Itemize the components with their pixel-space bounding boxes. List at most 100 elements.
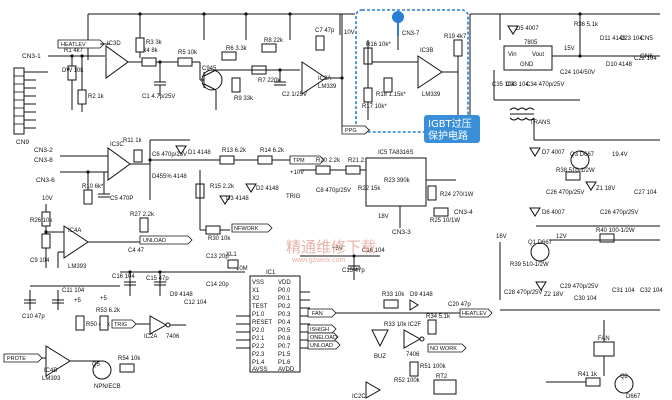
d5-label: D5 4007 [516,26,539,32]
c5-label: C5 470P [110,196,133,202]
z1-label: Z1 18V [596,186,615,192]
protect-tag: PROTE [7,356,26,362]
r3-label: R3 3k [146,40,163,46]
buzzer-section: R33 10k D9 4148 R33 10k BUZ IC2F 7406 R3… [352,292,493,400]
d9-label: D9 4148 [170,292,193,298]
q6-label: C945 [202,66,217,72]
c16a-label: C16 104 [112,274,135,280]
r26-label: R26 10k [30,218,53,224]
r53-label: R53 6.2k [96,308,121,314]
mcu-pin-r5: P0.4 [278,320,291,326]
watermark-url: www.gzweix.com [291,257,345,264]
c15a-label: C15 47p [146,276,169,282]
mcu-pin-l10: P1.4 [252,360,265,366]
ic3b-label: IC3B [420,48,433,54]
10m-label: 10M [236,266,248,272]
junction-dots [44,12,582,274]
mcu-pin-r4: P0.3 [278,312,291,318]
ic2a-label: IC2A [144,334,157,340]
nowork-tag: NO WORK [430,346,457,352]
oneload-tag: ONELOAD [310,335,337,341]
mcu-pin-r10: P1.6 [278,360,291,366]
d11-label: D11 4148 [600,36,626,42]
c26-label: C26 470p/25V [546,190,584,196]
reg-label: 7805 [524,40,538,46]
r15-label: R15 2.2k [210,184,235,190]
cn3-3-label: CN3-3 [392,229,411,236]
v10b-label: 10V [42,196,53,202]
q2p-label: D667 [626,394,641,400]
ic4b-label: IC4B [44,368,57,374]
mcu-pin-l7: P2.1 [252,336,265,342]
ic3c-comparator: IC3C R11 1k C6 470p/25V D455% 4148 D1 41… [107,138,325,200]
watermark-title: 精通维修下载 [286,238,376,256]
c10-label: C10 47p [22,314,45,320]
xl1-label: XL1 [226,252,237,258]
d6-label: D6 4007 [542,210,565,216]
mcu-pin-l6: P2.0 [252,328,265,334]
r8-label: R8 22k [264,38,284,44]
v15-label: 15V [564,46,575,52]
tpm-tag: TPM [293,158,305,164]
ic1-label: IC1 [266,270,276,276]
mcu-pin-l1: X1 [252,288,260,294]
ic4b-comparator: PROTE IC4B LM393 +5 R50 4.7k R53 6.2k +5… [3,296,141,390]
c6-label: C6 470p/25V [152,152,187,158]
r51-label: R51 100k [420,364,447,370]
r50-label: R50 4.7k [86,322,111,328]
cn3-1-label: CN3-1 [22,53,41,60]
q5-label: Q5 [92,362,101,368]
rt2-label: RT2 [436,374,448,380]
transformer: TRANS [509,107,660,141]
c9-label: C9 104 [30,258,50,264]
r22-label: R22 15k [358,186,381,192]
d455-label: D455% 4148 [152,174,187,180]
c29-label: C29 470p/25V [560,284,598,290]
r9-label: R9 33k [234,96,254,102]
c27-label: C27 104 [634,190,657,196]
igbt-callout: IGBT过压 保护电路 [424,115,480,143]
q3-label: Q3 D667 [570,152,595,158]
vref-label: 19.4V [612,152,628,158]
c28-label: C28 470p/25V [504,290,542,296]
ic3a-comparator: IC3A LM339 C7 47p 10V [301,14,370,131]
r16-label: R16 10k* [366,42,391,48]
r14-label: R14 6.2k [260,148,285,154]
cn9-label: CN9 [16,139,29,146]
c4a-label: C4 47 [128,248,145,254]
power-regulator: D5 4007 7805 Vin Vout GND C35 104 C33 10… [492,13,660,101]
unload2-tag: UNLOAD [310,343,333,349]
connector-cn9: CN9 [13,67,48,146]
callout-line2: 保护电路 [428,129,468,142]
c33-label: C33 104 [506,82,529,88]
v12-label: 12V [556,234,567,240]
ic4a-part: LM393 [68,264,87,270]
mcu-pin-r0: VDD [278,280,291,286]
watermark: 精通维修下载 www.gzweix.com [286,238,376,264]
ic3d-label: IC3D [107,41,121,47]
q1-label: Q1 D667 [528,240,553,246]
r39-label: R39 510-1/2W [510,262,549,268]
r20-label: R20 2.2k [316,158,341,164]
r11-label: R11 1k [123,138,143,144]
plus5v-label: +5V [332,246,343,252]
r17-label: R17 10k* [362,104,387,110]
q1-regulator: 16V Q1 D667 12V R40 100-1/2W R39 510-1/2… [496,228,663,311]
heatlev2-tag: HEATLEV [462,311,487,317]
mcu-pin-l11: AVSS [252,367,268,373]
trig2-tag: TRIG [114,322,127,328]
c8-label: C8 470p/25V [316,188,351,194]
mcu-pin-l4: P1.0 [252,312,265,318]
lower-left-caps: C10 47p C11 104 [22,285,120,320]
ic4b-part: LM393 [42,376,61,382]
callout-line1: IGBT过压 [428,117,472,130]
trans-label: TRANS [530,120,550,126]
cn5-label: CN5 [640,35,653,42]
q3-regulator: D7 4007 D6 4007 Q3 D667 19.4V R38 510-1/… [529,147,660,227]
ic1-microcontroller: IC1 XL1 10M C13 20p C14 20p VSS X1 X2 TE… [206,252,310,373]
c31-label: C31 104 [612,288,635,294]
mcu-pin-l2: X2 [252,296,260,302]
r33a-label: R33 10k [382,292,405,298]
c20-label: C20 47p [448,302,471,308]
